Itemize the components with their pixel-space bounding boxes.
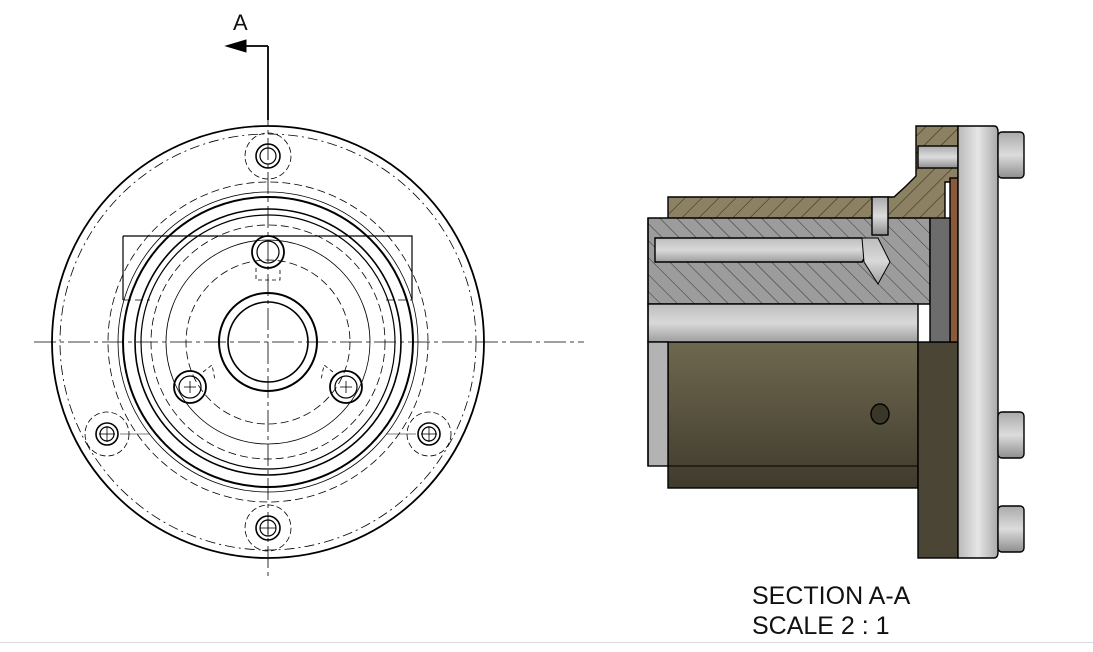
section-scale: SCALE 2 : 1 [752,612,890,640]
gasket [949,177,959,343]
square-boss-outline [122,235,413,300]
set-screw [871,196,889,236]
front-view [34,70,584,578]
cut-plane-label: A [233,10,248,35]
section-arrow-icon [224,39,247,53]
tapped-hole-right [320,364,363,404]
flange-plate [957,125,999,559]
section-title: SECTION A-A [752,582,911,610]
section-caption: SECTION A-A SCALE 2 : 1 [752,581,910,641]
section-view [647,125,1025,559]
flange-bolts [997,131,1025,553]
radial-hole [870,403,890,425]
tapped-hole-left [173,364,216,404]
section-cut-indicator [224,39,269,120]
divider [0,642,1093,643]
